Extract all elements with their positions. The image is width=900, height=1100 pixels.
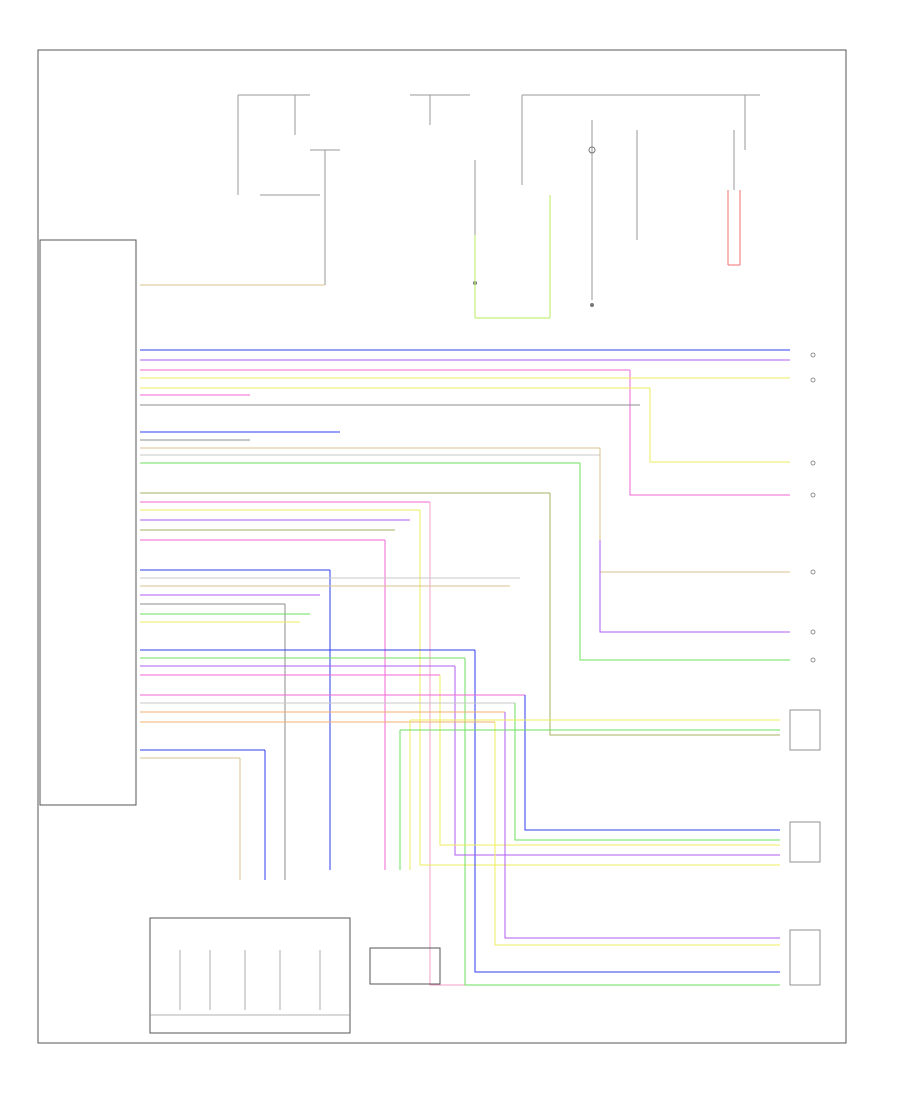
diagram-frame xyxy=(37,49,847,1044)
seat-control-switch xyxy=(149,917,351,1034)
power-distribution-section xyxy=(237,94,760,307)
ground-icon xyxy=(590,303,594,307)
green-circuit-top xyxy=(474,195,551,319)
right-side-components xyxy=(789,352,821,986)
fuse-icon xyxy=(588,146,596,154)
switch-contact-icon xyxy=(810,352,816,358)
right-memory-motor-box xyxy=(789,821,821,863)
left-seat-motor-box xyxy=(789,929,821,986)
switch-contact-icon xyxy=(810,569,816,575)
switch-contact-icon xyxy=(810,460,816,466)
switch-contact-icon xyxy=(810,657,816,663)
relay-wiring xyxy=(727,130,741,266)
switch-contact-icon xyxy=(810,492,816,498)
switch-contact-icon xyxy=(810,629,816,635)
left-memory-motor-box xyxy=(789,709,821,751)
right-seat-motor xyxy=(369,947,441,985)
switch-contact-icon xyxy=(810,377,816,383)
seat-control-module-box xyxy=(39,239,137,806)
module-output-wires xyxy=(140,349,790,986)
